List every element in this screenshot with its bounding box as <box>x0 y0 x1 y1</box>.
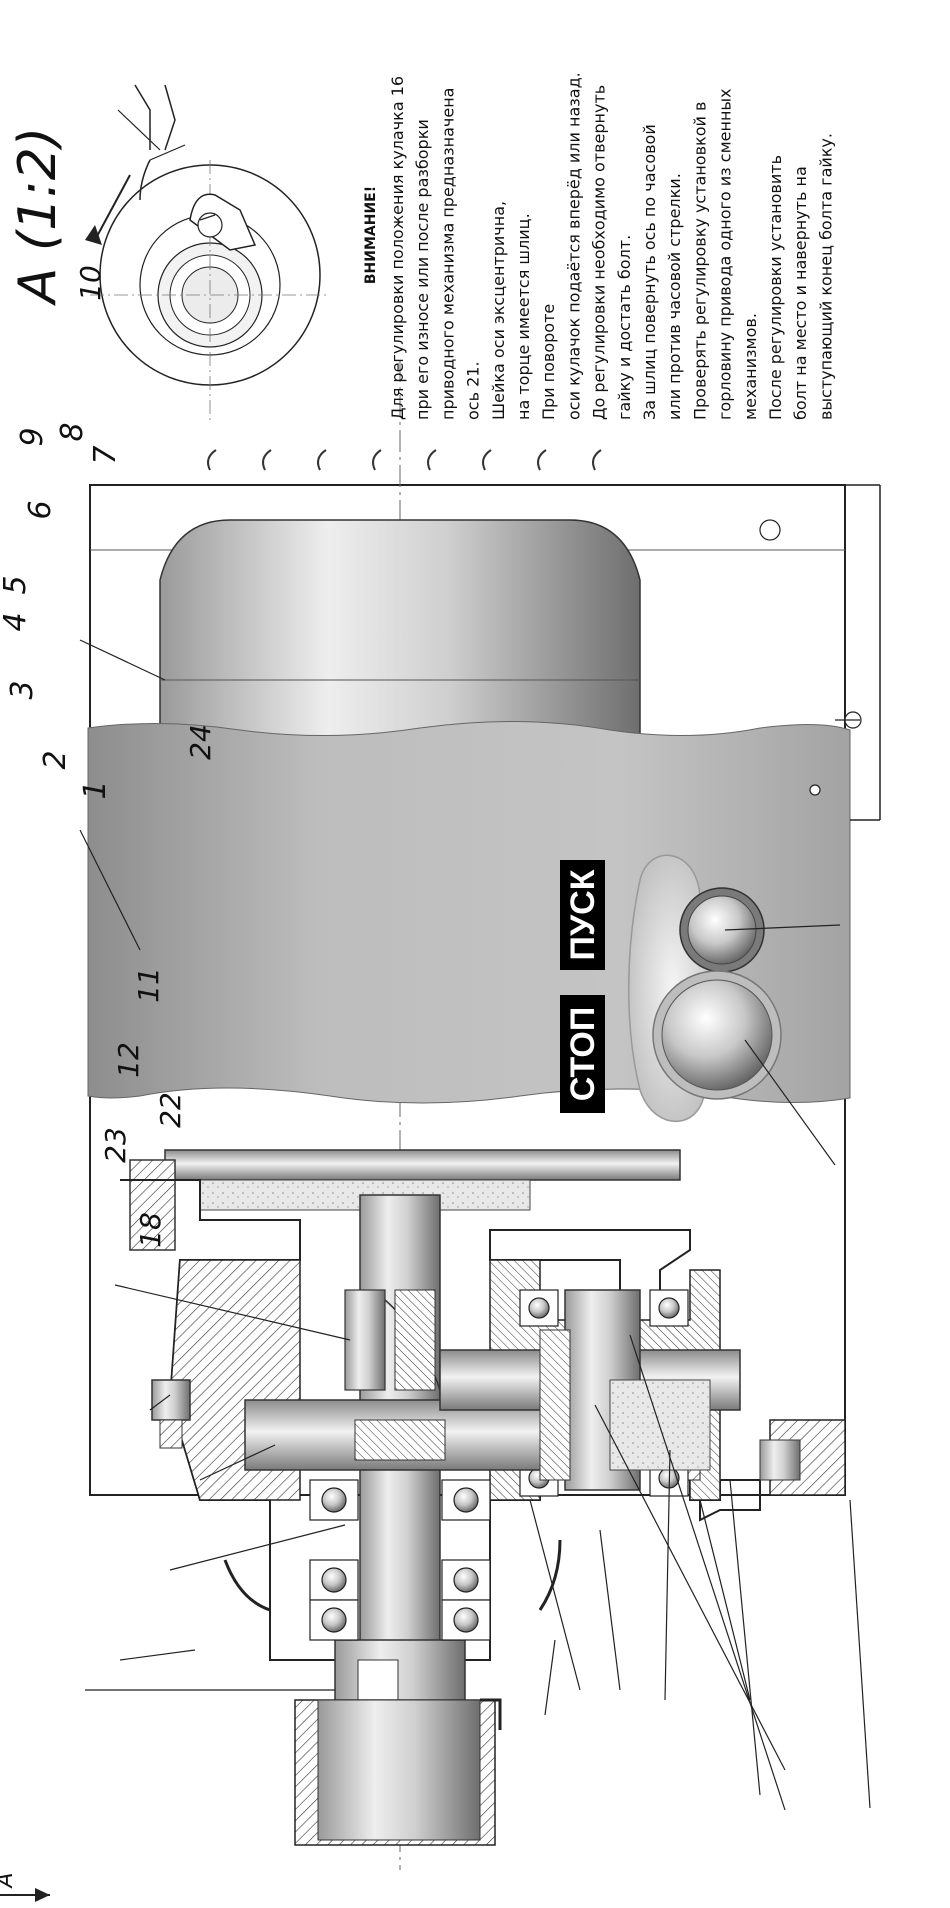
callout-10: 10 <box>74 265 107 301</box>
callout-8: 8 <box>55 422 90 441</box>
output-sleeve <box>294 1699 496 1846</box>
note-line: или против часовой стрелки. <box>665 173 684 420</box>
stop-button-12[interactable] <box>652 970 782 1100</box>
section-arrow: А <box>0 1872 50 1902</box>
callout-12: 12 <box>112 1042 145 1078</box>
gear-8 <box>244 1399 546 1471</box>
callout-6: 6 <box>23 500 58 519</box>
note-line: Проверять регулировку установкой в <box>690 102 709 420</box>
note-line: оси кулачок подаётся вперёд или назад. <box>564 72 583 420</box>
view-title: А (1:2) <box>8 127 68 306</box>
cooling-fins <box>207 449 602 471</box>
warning-note: ВНИМАНИЕ! Для регулировки положения кула… <box>363 72 835 420</box>
callout-11: 11 <box>132 967 165 1003</box>
note-line: механизмов. <box>741 313 760 420</box>
oil-chamber-1 <box>609 1379 711 1471</box>
start-button-11[interactable] <box>679 887 765 973</box>
section-marker-label: А <box>0 1872 18 1889</box>
flange <box>129 1149 681 1251</box>
note-lines: Для регулировки положения кулачка 16 при … <box>388 72 835 420</box>
note-line: приводного механизма предназначена <box>438 88 457 420</box>
callout-18: 18 <box>134 1212 167 1248</box>
oil-plug-9 <box>151 1379 191 1449</box>
stop-label: СТОП <box>564 1007 602 1102</box>
callout-7: 7 <box>88 445 123 464</box>
cam-10 <box>344 1289 441 1391</box>
callout-23: 23 <box>99 1127 132 1163</box>
note-line: Шейка оси эксцентрична, <box>489 201 508 420</box>
note-line: До регулировки необходимо отвернуть <box>590 85 609 420</box>
note-line: болт на место и навернуть на <box>791 166 810 420</box>
note-line: После регулировки установить <box>766 155 785 420</box>
tabs-4-5 <box>223 1539 562 1730</box>
note-line: на торце имеется шлиц. <box>514 213 533 420</box>
start-label-plate: ПУСК <box>560 860 605 970</box>
note-line: гайку и достать болт. <box>615 235 634 420</box>
callout-2: 2 <box>38 750 73 769</box>
callout-9: 9 <box>15 427 50 446</box>
note-heading: ВНИМАНИЕ! <box>363 186 379 284</box>
note-line: горловину привода одного из сменных <box>716 88 735 420</box>
callout-1: 1 <box>78 780 113 799</box>
note-line: ось 21. <box>464 361 483 420</box>
callout-24: 24 <box>184 724 217 760</box>
stop-label-plate: СТОП <box>560 995 605 1113</box>
note-line: выступающий конец болта гайку. <box>816 133 835 420</box>
callout-labels: 12345678910111213141516171821222324 <box>0 265 217 1248</box>
callout-22: 22 <box>154 1092 187 1128</box>
callout-4: 4 <box>0 612 33 631</box>
start-label: ПУСК <box>564 869 602 960</box>
note-line: За шлиц повернуть ось по часовой <box>640 124 659 420</box>
callout-5: 5 <box>0 575 33 594</box>
note-line: при его износе или после разборки <box>413 119 432 420</box>
mount-18 <box>759 1419 846 1496</box>
motor-13 <box>159 519 641 741</box>
detail-view-a <box>85 84 330 420</box>
leader-lines <box>79 109 871 1811</box>
note-line: При повороте <box>539 304 558 420</box>
note-line: Для регулировки положения кулачка 16 <box>388 76 407 420</box>
callout-3: 3 <box>5 680 40 699</box>
